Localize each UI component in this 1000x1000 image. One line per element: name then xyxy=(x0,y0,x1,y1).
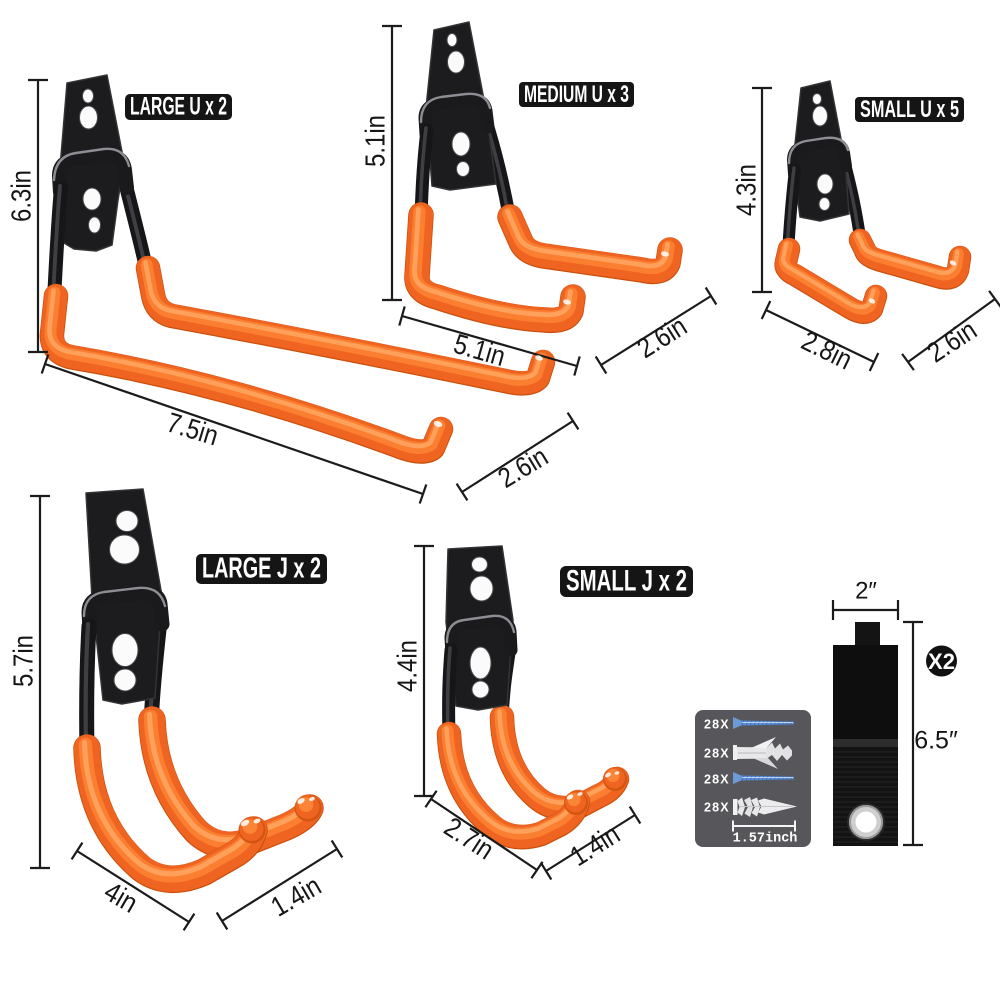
svg-text:6.3in: 6.3in xyxy=(5,170,36,222)
svg-text:X2: X2 xyxy=(928,649,955,674)
svg-text:28X: 28X xyxy=(704,800,730,814)
svg-text:5.1in: 5.1in xyxy=(359,115,390,167)
svg-text:1.57inch: 1.57inch xyxy=(733,832,798,847)
svg-text:28X: 28X xyxy=(704,717,730,731)
svg-text:2″: 2″ xyxy=(855,577,877,604)
svg-text:MEDIUM U x 3: MEDIUM U x 3 xyxy=(524,81,629,108)
svg-text:28X: 28X xyxy=(704,772,730,786)
svg-text:28X: 28X xyxy=(704,746,730,760)
svg-text:LARGE J x 2: LARGE J x 2 xyxy=(202,553,321,585)
svg-text:4.3in: 4.3in xyxy=(730,164,761,216)
svg-text:SMALL U x 5: SMALL U x 5 xyxy=(860,96,959,123)
svg-text:SMALL J x 2: SMALL J x 2 xyxy=(566,564,687,597)
svg-text:LARGE U x 2: LARGE U x 2 xyxy=(130,93,227,121)
svg-text:4.4in: 4.4in xyxy=(391,640,422,692)
svg-text:5.7in: 5.7in xyxy=(7,635,38,687)
svg-text:6.5″: 6.5″ xyxy=(914,727,958,755)
